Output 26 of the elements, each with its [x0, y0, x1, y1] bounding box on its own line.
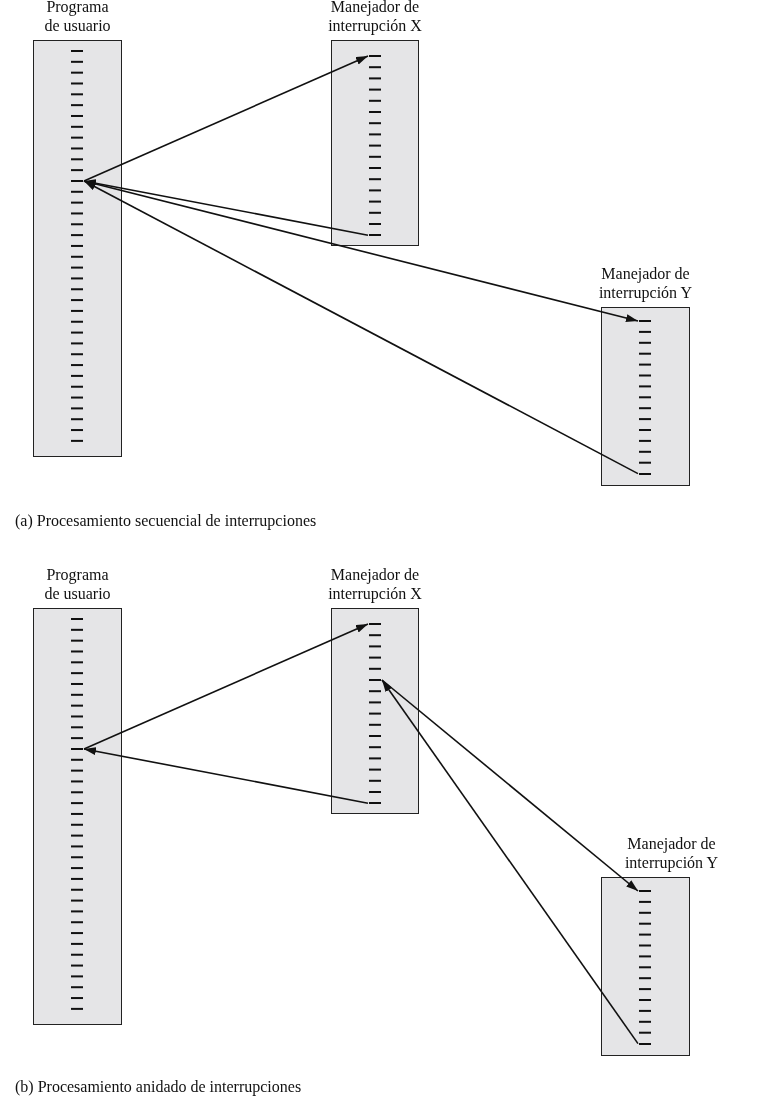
instruction-mark: [71, 179, 83, 182]
arrow: [83, 747, 369, 804]
instruction-mark: [369, 55, 381, 57]
instruction-mark: [369, 234, 381, 237]
instruction-mark: [639, 320, 651, 322]
instruction-mark: [369, 623, 381, 625]
instruction-mark: [639, 1042, 651, 1045]
arrow: [83, 623, 369, 750]
column-heading: Manejador de interrupción X: [327, 0, 423, 35]
column-heading: Manejador de interrupción Y: [597, 264, 694, 302]
arrow: [83, 55, 369, 182]
arrow: [83, 180, 639, 475]
instruction-mark: [639, 472, 651, 475]
instruction-mark: [639, 890, 651, 892]
instruction-mark: [369, 679, 381, 681]
figure-caption: (a) Procesamiento secuencial de interrupciones: [15, 512, 317, 530]
arrow: [381, 679, 639, 892]
column-heading: Programa de usuario: [43, 0, 112, 35]
arrow: [381, 679, 639, 1045]
figure-caption: (b) Procesamiento anidado de interrupciones: [15, 1078, 302, 1096]
arrow: [83, 179, 369, 236]
column-heading: Programa de usuario: [43, 565, 112, 603]
instruction-mark: [71, 747, 83, 750]
column-heading: Manejador de interrupción X: [327, 565, 423, 603]
column-heading: Manejador de interrupción Y: [623, 834, 720, 872]
instruction-mark: [369, 802, 381, 805]
